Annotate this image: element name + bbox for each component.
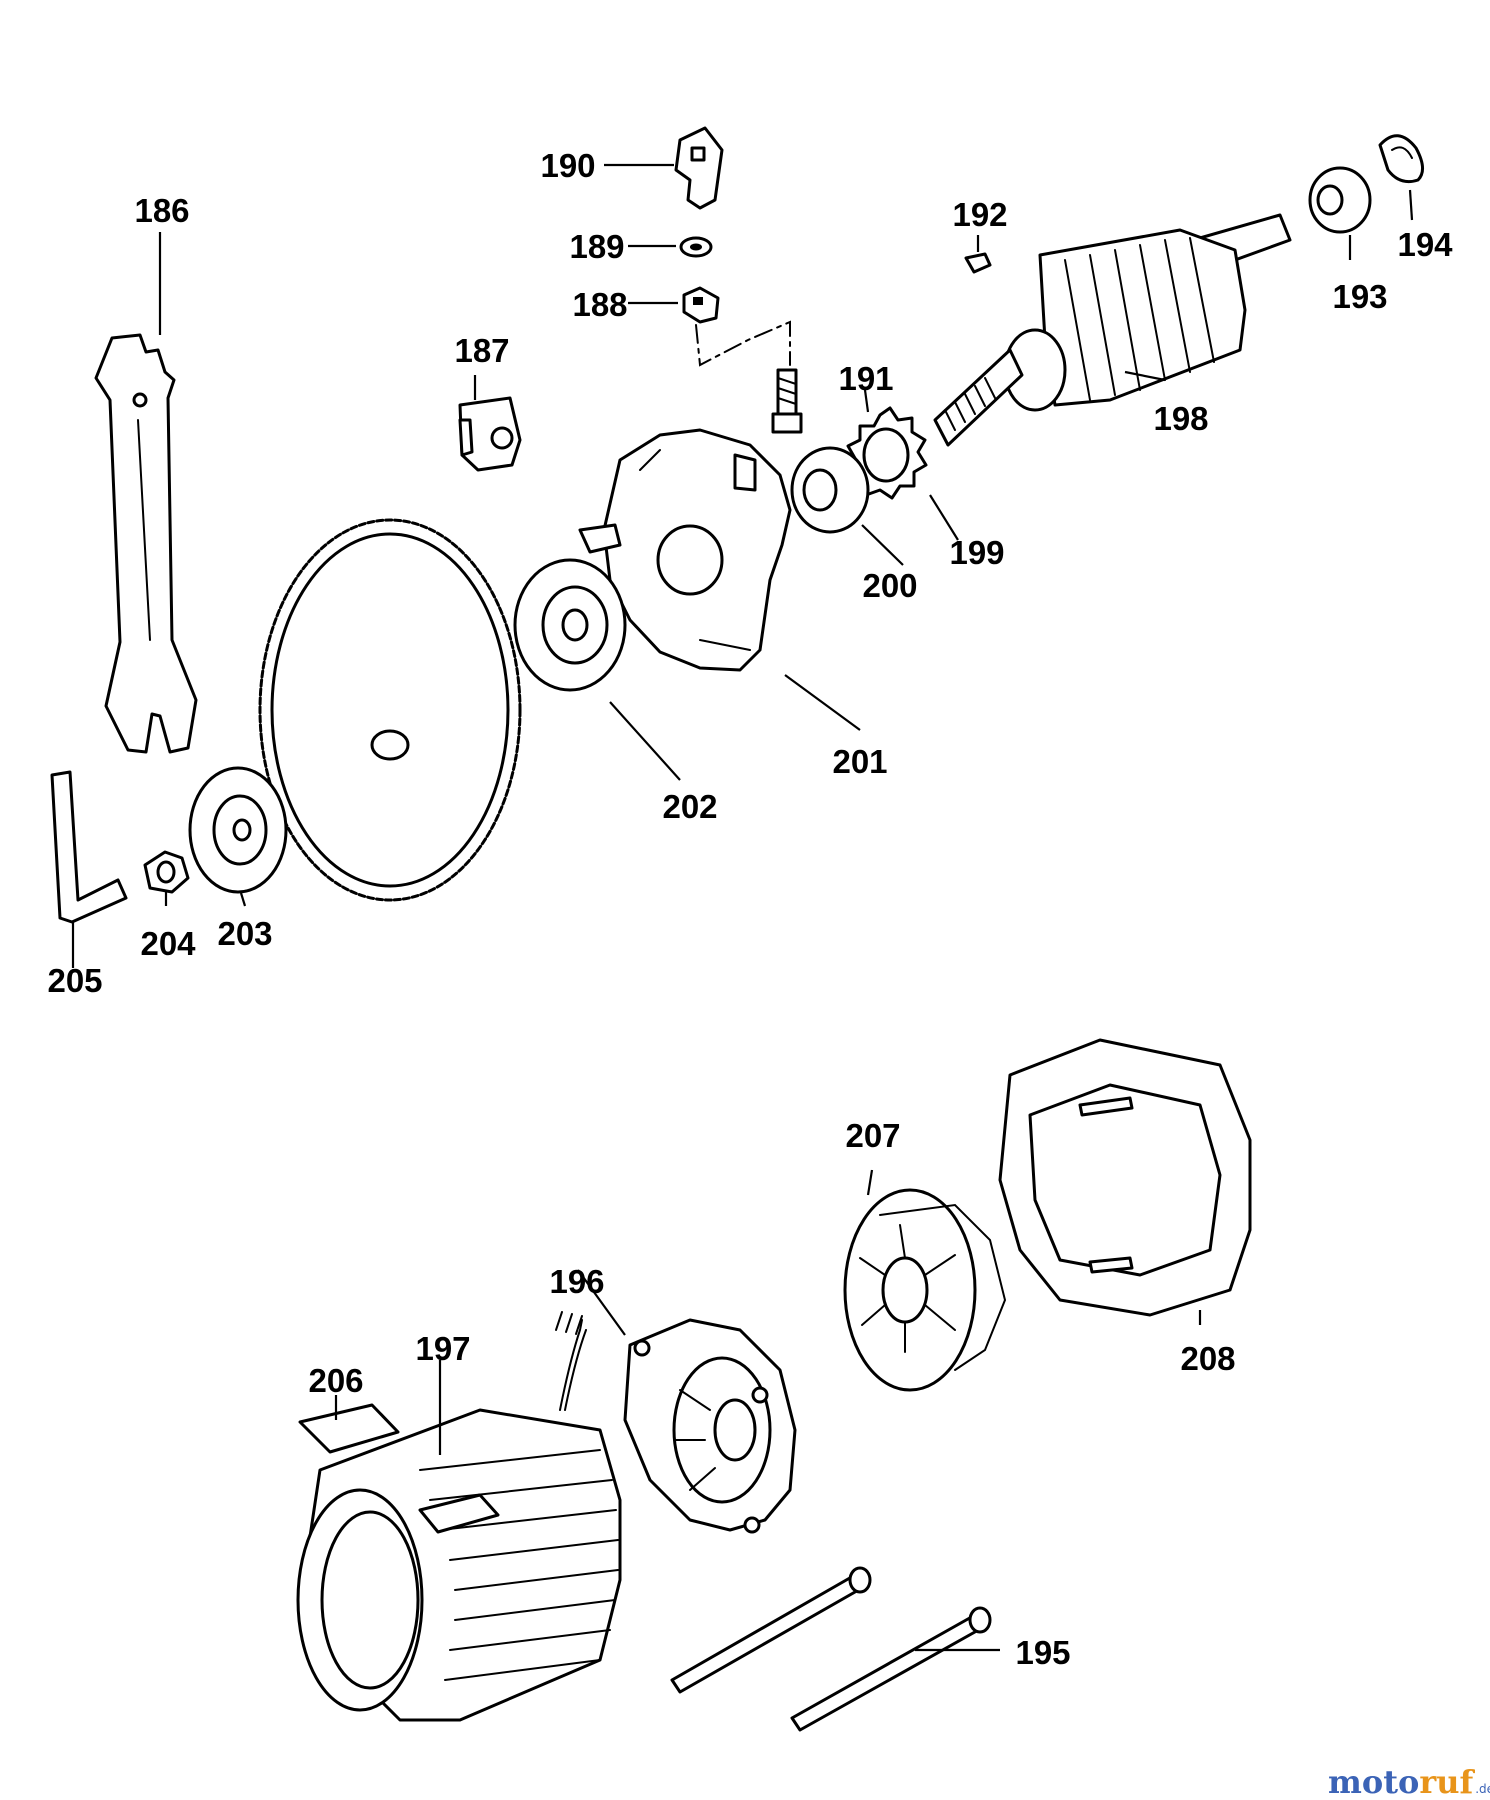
part-204-nut bbox=[143, 850, 190, 894]
label-195: 195 bbox=[1015, 1634, 1070, 1671]
part-207-fan bbox=[843, 1188, 1007, 1392]
part-186-wrench bbox=[94, 333, 198, 754]
label-196: 196 bbox=[549, 1263, 604, 1300]
part-202-flange bbox=[513, 558, 627, 692]
part-208-shroud bbox=[998, 1038, 1252, 1317]
part-199-lock-washer bbox=[846, 406, 928, 500]
part-190-cap bbox=[674, 126, 724, 210]
part-206-label-plate bbox=[298, 1403, 400, 1454]
label-197: 197 bbox=[415, 1330, 470, 1367]
part-188-clip bbox=[682, 286, 720, 324]
part-201-housing bbox=[578, 428, 792, 672]
label-203: 203 bbox=[217, 915, 272, 952]
label-191: 191 bbox=[838, 360, 893, 397]
part-189-washer bbox=[679, 236, 713, 258]
label-187: 187 bbox=[454, 332, 509, 369]
label-205: 205 bbox=[47, 962, 102, 999]
part-labels: 186 187 188 189 190 191 192 193 194 195 … bbox=[47, 147, 1453, 1671]
label-200: 200 bbox=[862, 567, 917, 604]
part-195-tie-rods bbox=[670, 1566, 992, 1732]
label-207: 207 bbox=[845, 1117, 900, 1154]
label-189: 189 bbox=[569, 228, 624, 265]
label-204: 204 bbox=[140, 925, 196, 962]
part-205-hex-key bbox=[50, 770, 128, 924]
part-187-knob bbox=[458, 396, 522, 472]
label-190: 190 bbox=[540, 147, 595, 184]
label-202: 202 bbox=[662, 788, 717, 825]
label-188: 188 bbox=[572, 286, 627, 323]
watermark-logo: motoruf.de bbox=[1328, 1763, 1490, 1800]
label-192: 192 bbox=[952, 196, 1007, 233]
label-201: 201 bbox=[832, 743, 887, 780]
label-186: 186 bbox=[134, 192, 189, 229]
label-199: 199 bbox=[949, 534, 1004, 571]
part-screw bbox=[771, 368, 803, 434]
part-198-armature bbox=[933, 213, 1292, 447]
part-203-flange-washer bbox=[188, 766, 288, 894]
label-206: 206 bbox=[308, 1362, 363, 1399]
svg-text:motoruf.de: motoruf.de bbox=[1328, 1763, 1490, 1800]
part-192-key bbox=[964, 252, 992, 274]
leader-lines bbox=[71, 163, 1414, 1652]
part-193-bearing bbox=[1308, 166, 1372, 234]
label-208: 208 bbox=[1180, 1340, 1235, 1377]
part-200-bearing bbox=[790, 446, 870, 534]
part-196-end-bell bbox=[623, 1318, 797, 1534]
part-194-ring bbox=[1378, 134, 1424, 184]
part-197-motor-housing bbox=[296, 1311, 622, 1722]
label-198: 198 bbox=[1153, 400, 1208, 437]
label-194: 194 bbox=[1397, 226, 1453, 263]
part-saw-blade bbox=[258, 518, 522, 902]
label-193: 193 bbox=[1332, 278, 1387, 315]
